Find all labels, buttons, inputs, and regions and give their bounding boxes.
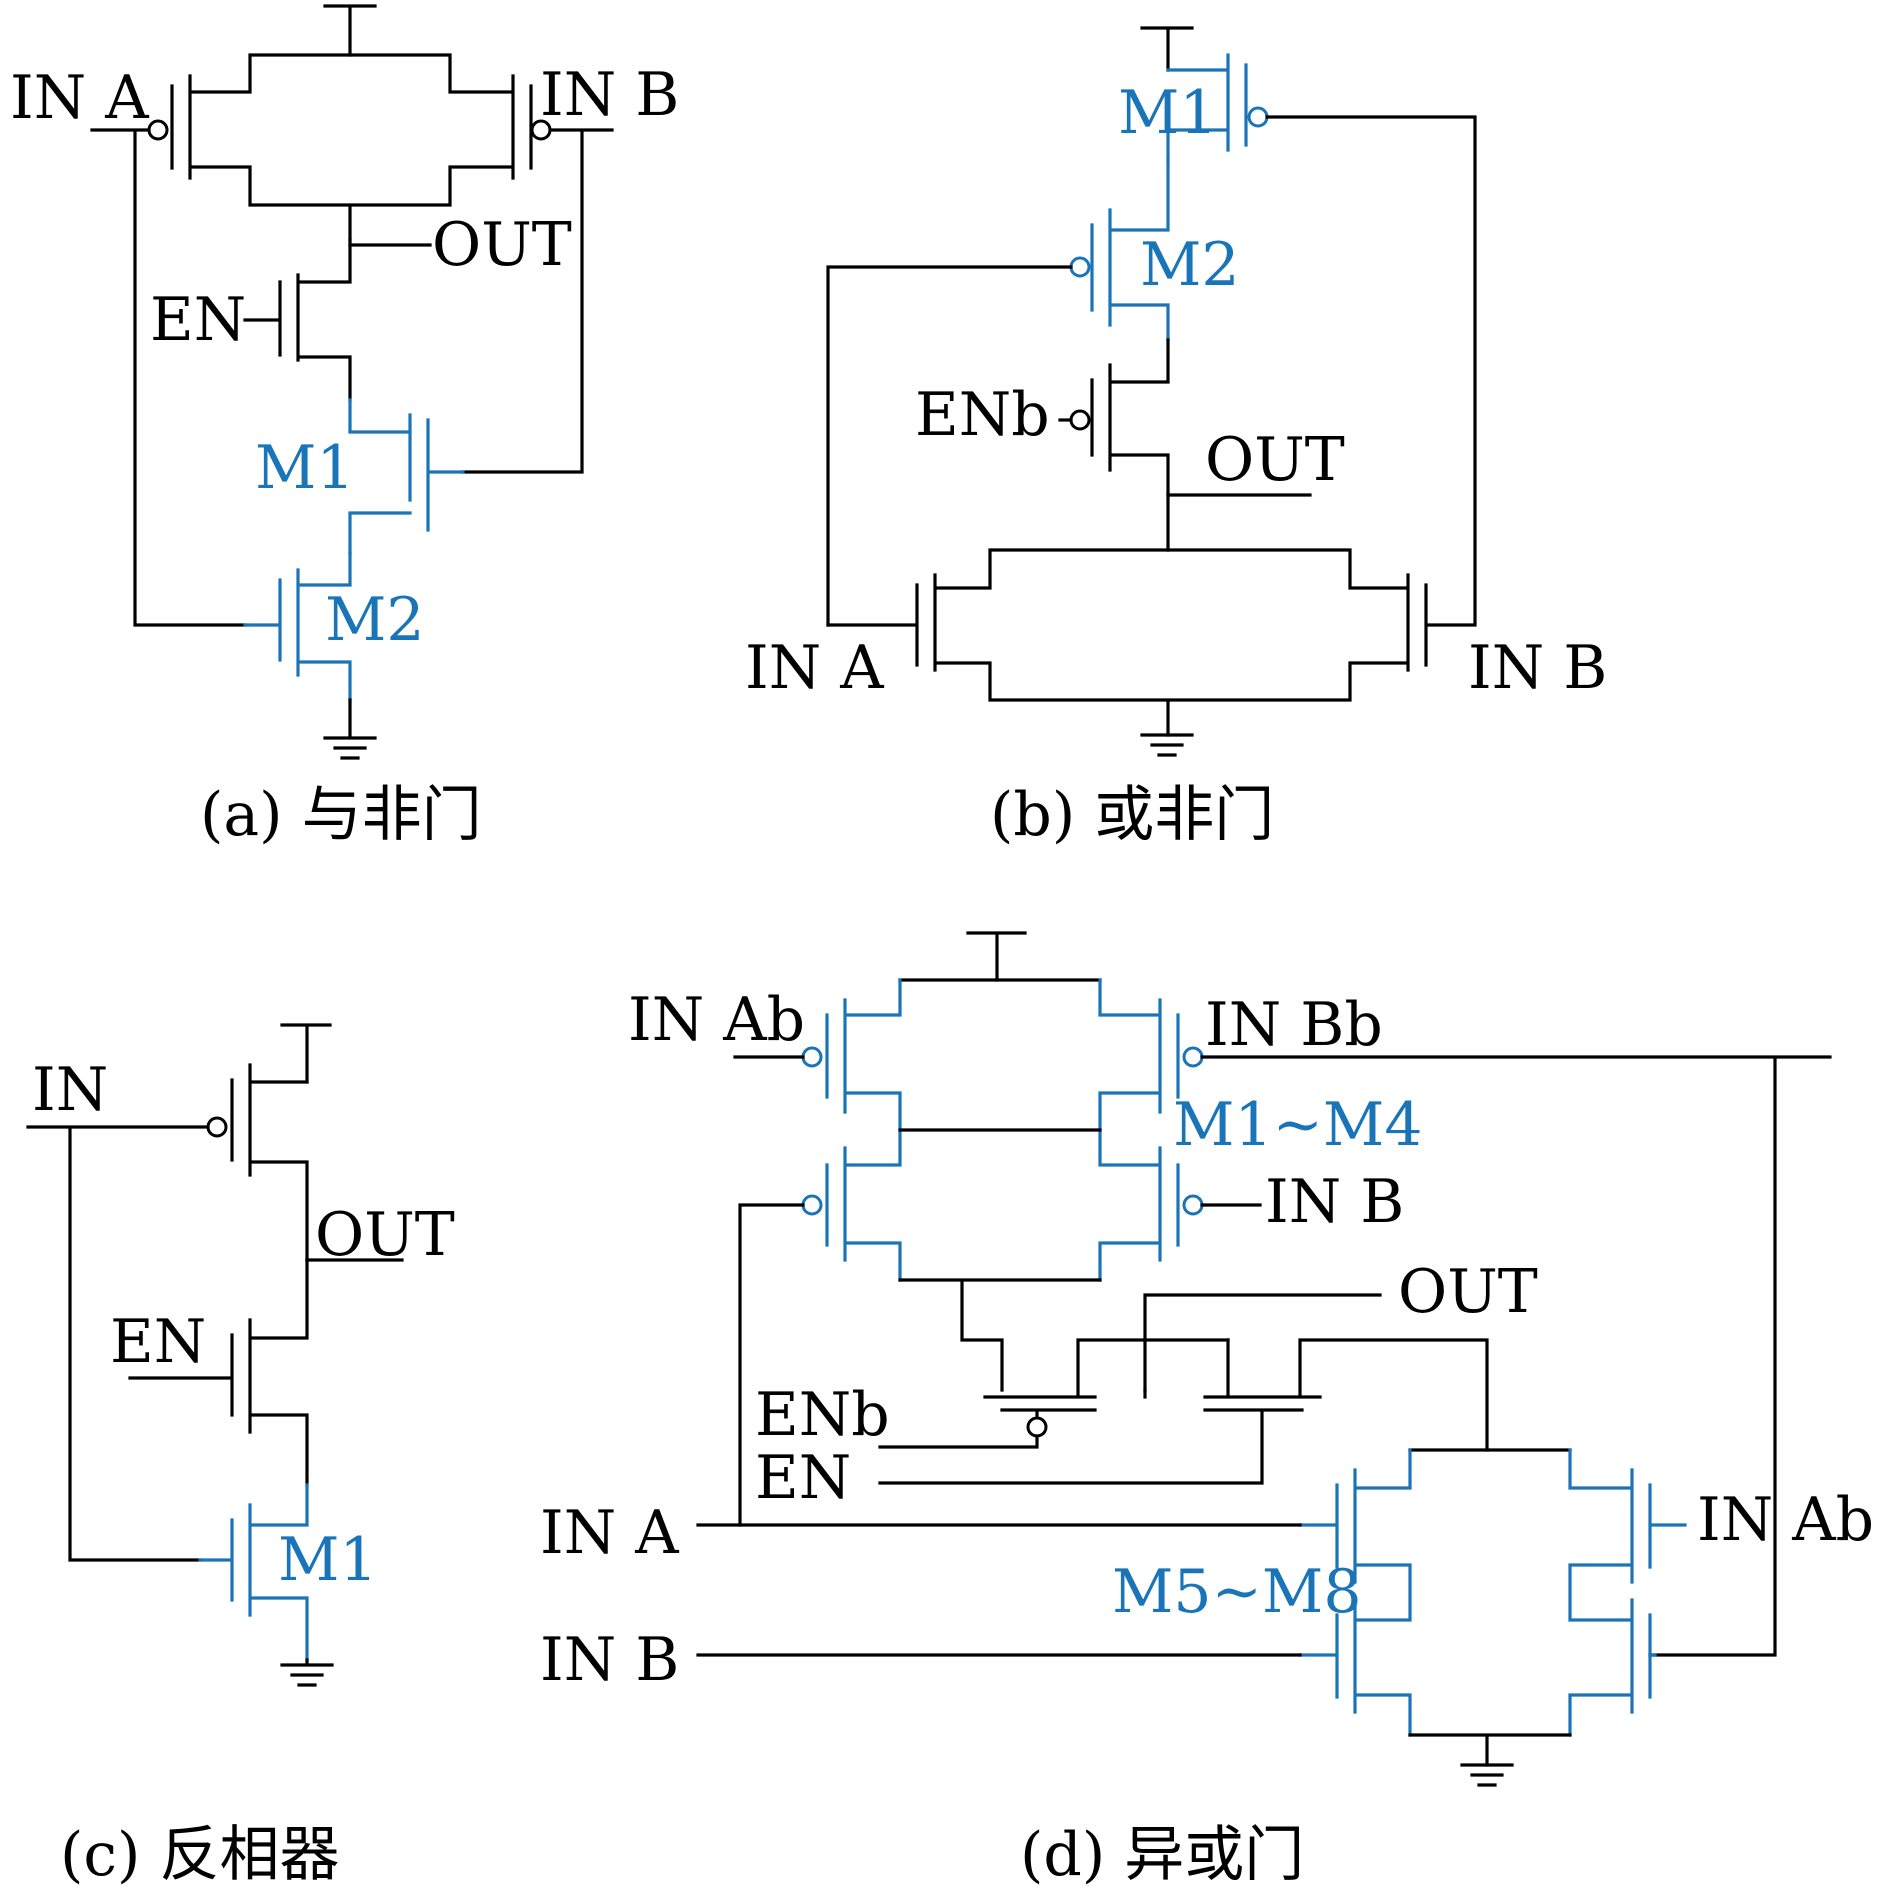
inverter-bubble-icon [1026, 1416, 1048, 1438]
panel-a-caption: (a) 与非门 [200, 780, 482, 850]
in-b-label: IN B [1468, 633, 1607, 703]
in-bb-label: IN Bb [1205, 990, 1383, 1060]
inverter-bubble-icon [1069, 409, 1091, 431]
m1-nmos [198, 1483, 309, 1662]
vdd-symbol [966, 931, 1027, 982]
m5-m8-label: M5~M8 [1112, 1557, 1362, 1627]
vdd-symbol [323, 4, 377, 57]
in-b-bottom-label: IN B [540, 1625, 679, 1695]
enb-wire [878, 1434, 1039, 1449]
in-ab-right-label: IN Ab [1697, 1485, 1874, 1555]
m1-label: M1 [1118, 78, 1218, 148]
m1-nmos [348, 398, 465, 555]
enb-label: ENb [755, 1380, 890, 1450]
m2-nmos [243, 551, 352, 702]
vdd-symbol [280, 1023, 332, 1084]
inverter-bubble-icon [1069, 256, 1091, 278]
in-a-feed-wire [826, 265, 1073, 627]
en-nmos-switch [878, 1338, 1489, 1485]
in-a-label: IN A [540, 1498, 679, 1568]
m2-label: M2 [325, 585, 425, 655]
in-a-wire [90, 128, 247, 627]
in-ab-top-label: IN Ab [628, 985, 805, 1055]
enb-pmos-switch [983, 1338, 1147, 1420]
ground-symbol [280, 1658, 334, 1687]
inverter-bubble-icon [1247, 106, 1269, 128]
enb-label: ENb [915, 380, 1050, 450]
nmos-pair [826, 548, 1477, 737]
m2-pmos [1090, 158, 1170, 342]
in-b-label: IN B [540, 60, 679, 130]
pmos-bottom-rail [898, 1278, 1102, 1392]
panel-c-inverter: IN OUT EN M1 (c) 反相器 [26, 1023, 455, 1890]
inverter-bubble-icon [1182, 1046, 1204, 1068]
panel-b-caption: (b) 或非门 [990, 780, 1274, 850]
out-label: OUT [432, 210, 572, 280]
en-label: EN [150, 285, 246, 355]
in-b-wire [461, 128, 614, 474]
out-wire [1143, 1293, 1382, 1342]
en-nmos [128, 1258, 309, 1487]
in-label: IN [32, 1055, 108, 1125]
out-label: OUT [1398, 1257, 1538, 1327]
panel-b-nor-gate: M1 M2 ENb OUT IN A IN B (b) 或非门 [745, 26, 1607, 850]
ground-symbol [323, 698, 377, 760]
panel-a-nand-gate: IN A IN B OUT EN M1 M2 (a) 与非门 [10, 4, 679, 850]
panel-d-caption: (d) 异或门 [1020, 1820, 1304, 1890]
in-b-top-label: IN B [1265, 1167, 1404, 1237]
en-label: EN [755, 1443, 851, 1513]
en-label: EN [110, 1307, 206, 1377]
out-label: OUT [1205, 425, 1345, 495]
panel-d-xor-gate: IN Ab IN Bb M1~M4 IN B OUT ENb EN IN A I… [540, 931, 1874, 1890]
nmos-network-m5-m8 [1298, 1448, 1687, 1737]
inverter-bubble-icon [801, 1194, 823, 1216]
pmos [230, 1063, 309, 1262]
in-b-feed-wire [1265, 115, 1477, 624]
vdd-symbol [1140, 26, 1194, 72]
in-bb-wire [1200, 1055, 1832, 1657]
m1-pmos [1166, 53, 1248, 162]
enb-pmos [1090, 338, 1170, 552]
m1-label: M1 [278, 1525, 378, 1595]
m1-m4-label: M1~M4 [1173, 1090, 1423, 1160]
in-wire [26, 1125, 210, 1562]
nmos-bottom-rail [1408, 1733, 1572, 1767]
in-a-label: IN A [745, 633, 884, 703]
inverter-bubble-icon [206, 1116, 228, 1138]
en-nmos [243, 238, 352, 402]
m2-label: M2 [1140, 230, 1240, 300]
ground-symbol [1460, 1763, 1514, 1787]
panel-c-caption: (c) 反相器 [60, 1820, 340, 1890]
in-a-left-wire [738, 1203, 805, 1527]
inverter-bubble-icon [1182, 1194, 1204, 1216]
out-label: OUT [315, 1200, 455, 1270]
inverter-bubble-icon [801, 1046, 823, 1068]
m1-label: M1 [255, 433, 355, 503]
inverter-bubble-icon [147, 119, 169, 141]
ground-symbol [1140, 733, 1194, 757]
in-a-label: IN A [10, 63, 149, 133]
pmos-network-m1-m4 [825, 978, 1180, 1282]
